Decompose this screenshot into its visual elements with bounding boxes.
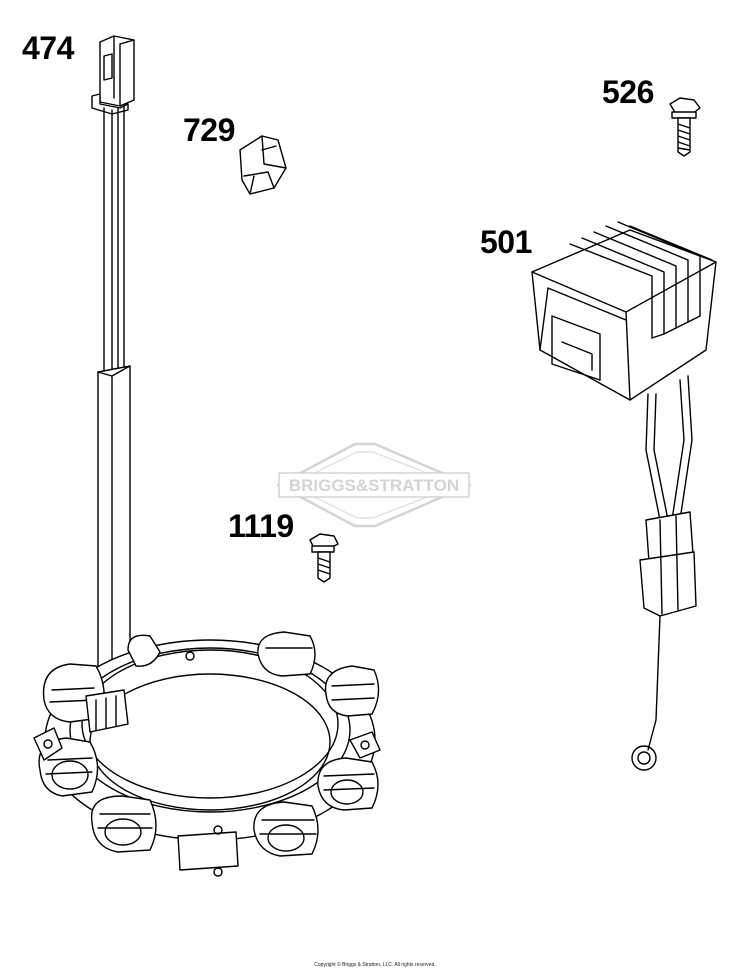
briggs-stratton-watermark-logo: BRIGGS&STRATTON <box>276 442 472 528</box>
wire-clip-icon <box>239 135 287 195</box>
voltage-regulator-icon <box>531 221 717 771</box>
screw-icon <box>669 97 701 157</box>
watermark-text: BRIGGS&STRATTON <box>289 476 459 495</box>
callout-1119: 1119 <box>228 508 294 544</box>
screw-icon <box>309 533 339 583</box>
callout-474: 474 <box>22 30 74 66</box>
callout-729: 729 <box>183 112 235 148</box>
stator-harness-icon <box>33 35 381 877</box>
callout-526: 526 <box>602 74 654 110</box>
callout-501: 501 <box>480 224 532 260</box>
copyright-footer: Copyright © Briggs & Stratton, LLC. All … <box>314 962 436 968</box>
